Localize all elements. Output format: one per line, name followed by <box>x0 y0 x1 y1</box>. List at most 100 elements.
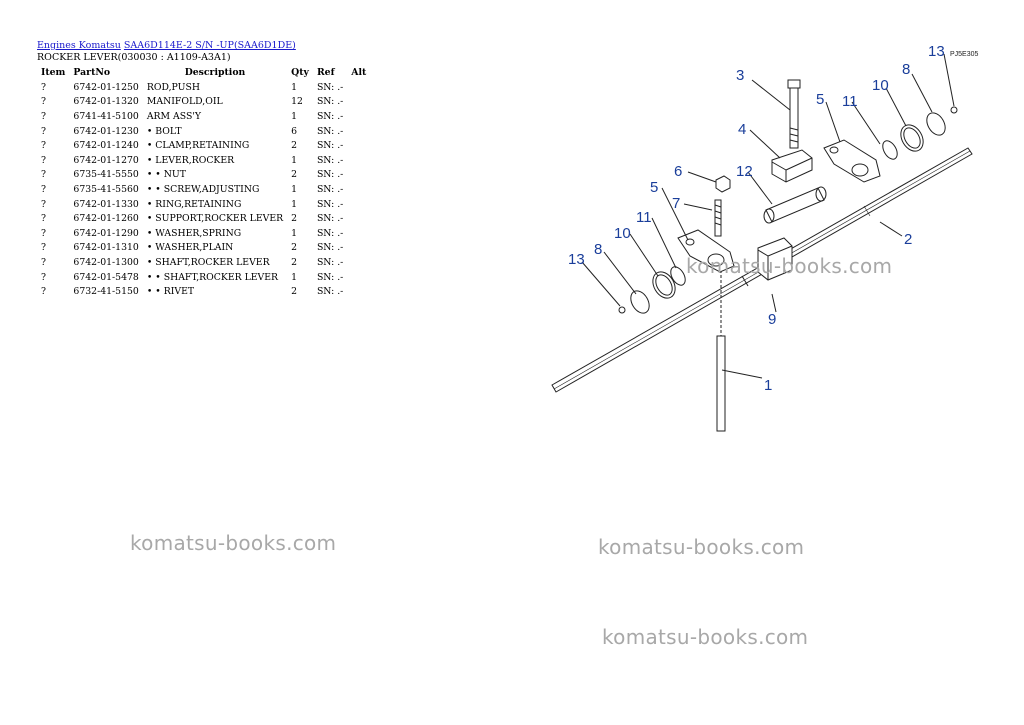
cell-partno: 6742-01-1260 <box>73 213 139 225</box>
cell-item: ? <box>41 140 46 152</box>
drawing-code: PJ5E305 <box>950 51 979 58</box>
cell-qty: 1 <box>291 183 298 195</box>
cell-description: ARM ASS'Y <box>146 110 202 122</box>
cell-ref: SN: .- <box>316 169 344 181</box>
breadcrumb: Engines Komatsu SAA6D114E-2 S/N -UP(SAA6… <box>37 40 296 51</box>
table-row: ? 6732-41-5150 • • RIVET 2 SN: .- <box>37 284 370 299</box>
cell-partno: 6742-01-1310 <box>73 242 139 254</box>
callout-11-lower: 11 <box>636 209 652 226</box>
cell-item: ? <box>41 256 46 268</box>
cell-description: ROD,PUSH <box>146 81 200 93</box>
cell-alt <box>347 80 370 95</box>
cell-item: ? <box>41 183 46 195</box>
cell-description: MANIFOLD,OIL <box>146 96 223 108</box>
cell-partno: 6742-01-1290 <box>73 227 139 239</box>
col-partno: PartNo <box>73 67 111 78</box>
cell-alt <box>347 109 370 124</box>
cell-description: • SHAFT,ROCKER LEVER <box>146 256 270 268</box>
callout-10-lower: 10 <box>614 225 631 242</box>
cell-ref: SN: .- <box>316 81 344 93</box>
cell-ref: SN: .- <box>316 125 344 137</box>
cell-ref: SN: .- <box>316 110 344 122</box>
nut-part <box>715 175 731 193</box>
callout-4: 4 <box>738 121 746 138</box>
cell-item: ? <box>41 169 46 181</box>
cell-description: • WASHER,SPRING <box>146 227 242 239</box>
callout-8-lower: 8 <box>594 241 602 258</box>
cell-ref: SN: .- <box>316 198 344 210</box>
col-alt: Alt <box>351 67 367 78</box>
col-description: Description <box>184 67 246 78</box>
cell-qty: 2 <box>291 140 298 152</box>
callout-7: 7 <box>672 195 680 212</box>
push-rod-part <box>716 335 726 432</box>
breadcrumb-link-engines[interactable]: Engines Komatsu <box>37 40 121 51</box>
cell-partno: 6742-01-1250 <box>73 81 139 93</box>
cell-qty: 1 <box>291 81 298 93</box>
retaining-ring-upper-part <box>926 112 946 136</box>
cell-ref: SN: .- <box>316 242 344 254</box>
bolt-part <box>789 85 799 149</box>
cell-alt <box>347 284 370 299</box>
cell-ref: SN: .- <box>316 271 344 283</box>
cell-partno: 6742-01-1240 <box>73 140 139 152</box>
cell-ref: SN: .- <box>316 183 344 195</box>
callout-11-upper: 11 <box>842 93 858 110</box>
cell-alt <box>347 138 370 153</box>
cell-item: ? <box>41 242 46 254</box>
cell-item: ? <box>41 286 46 298</box>
washer-spring-upper-part <box>882 140 898 160</box>
cell-description: • • RIVET <box>146 286 195 298</box>
cell-ref: SN: .- <box>316 286 344 298</box>
watermark: komatsu-books.com <box>686 254 893 278</box>
cell-partno: 6742-01-1300 <box>73 256 139 268</box>
table-row: ? 6742-01-1250 ROD,PUSH 1 SN: .- <box>37 80 370 95</box>
cell-description: • • SHAFT,ROCKER LEVER <box>146 271 279 283</box>
cell-qty: 1 <box>291 110 298 122</box>
watermark: komatsu-books.com <box>602 625 809 649</box>
rivet-upper-part <box>950 106 958 114</box>
cell-qty: 1 <box>291 227 298 239</box>
cell-alt <box>347 241 370 256</box>
cell-qty: 2 <box>291 242 298 254</box>
cell-qty: 1 <box>291 154 298 166</box>
cell-partno: 6732-41-5150 <box>73 286 139 298</box>
cell-ref: SN: .- <box>316 96 344 108</box>
cell-ref: SN: .- <box>316 227 344 239</box>
cell-partno: 6742-01-5478 <box>73 271 139 283</box>
cell-description: • CLAMP,RETAINING <box>146 140 250 152</box>
washer-plain-lower-part <box>652 271 676 299</box>
col-ref: Ref <box>316 67 335 78</box>
page-title: ROCKER LEVER(030030 : A1109-A3A1) <box>37 52 231 63</box>
cell-item: ? <box>41 110 46 122</box>
breadcrumb-link-model[interactable]: SAA6D114E-2 S/N -UP(SAA6D1DE) <box>123 40 296 51</box>
cell-partno: 6735-41-5550 <box>73 169 139 181</box>
retaining-ring-lower-part <box>630 290 650 314</box>
cell-qty: 1 <box>291 198 298 210</box>
cell-partno: 6742-01-1320 <box>73 96 139 108</box>
callout-13-lower: 13 <box>568 251 585 268</box>
cell-item: ? <box>41 96 46 108</box>
table-header-row: Item PartNo Description Qty Ref Alt <box>37 66 370 80</box>
watermark: komatsu-books.com <box>598 535 805 559</box>
exploded-parts-diagram: 3 4 5 11 10 8 13 6 12 5 7 11 10 8 13 9 2… <box>551 43 979 432</box>
cell-alt <box>347 182 370 197</box>
callout-2: 2 <box>904 231 912 248</box>
callout-13-upper: 13 <box>928 43 945 60</box>
cell-alt <box>347 124 370 139</box>
cell-partno: 6742-01-1230 <box>73 125 139 137</box>
cell-qty: 2 <box>291 286 298 298</box>
rocker-lever-upper-part <box>823 139 881 183</box>
col-qty: Qty <box>291 67 309 78</box>
washer-spring-lower-part <box>670 266 686 286</box>
cell-item: ? <box>41 227 46 239</box>
cell-item: ? <box>41 81 46 93</box>
washer-plain-upper-part <box>900 124 924 152</box>
